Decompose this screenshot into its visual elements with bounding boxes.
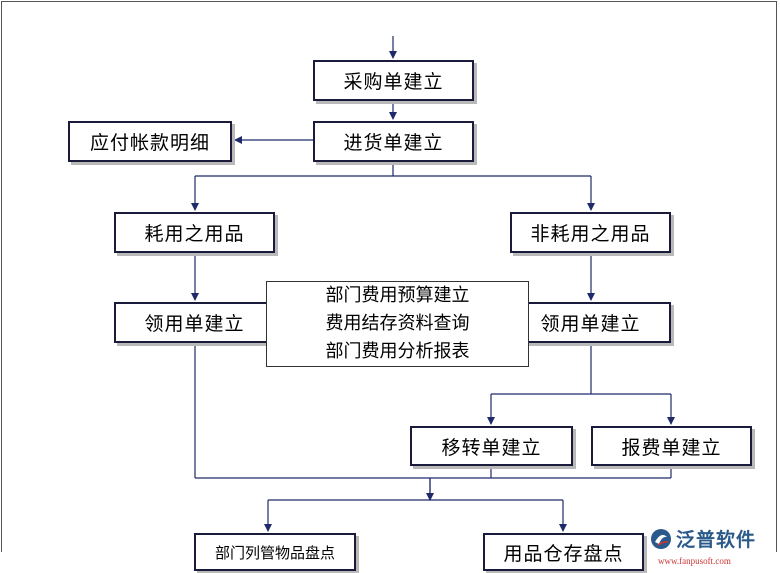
purchase-order-node: 采购单建立: [313, 60, 474, 101]
scrap-order-node: 报费单建立: [591, 426, 752, 466]
brand-logo: 泛普软件: [650, 525, 756, 552]
logo-url: www.fanpusoft.com: [658, 556, 731, 566]
dept-inventory-node: 部门列管物品盘点: [194, 533, 356, 571]
diagram-frame: [1, 1, 777, 552]
warehouse-inventory-node: 用品仓存盘点: [483, 533, 644, 571]
expense-info-box: 部门费用预算建立 费用结存资料查询 部门费用分析报表: [266, 281, 529, 367]
info-line-query: 费用结存资料查询: [325, 313, 470, 334]
info-line-report: 部门费用分析报表: [325, 341, 470, 362]
transfer-order-node: 移转单建立: [410, 426, 573, 466]
logo-text: 泛普软件: [676, 529, 757, 551]
info-line-budget: 部门费用预算建立: [325, 285, 470, 306]
logo-icon: [651, 528, 671, 549]
requisition-left-node: 领用单建立: [114, 302, 275, 343]
requisition-right-node: 领用单建立: [510, 302, 671, 343]
payable-detail-node: 应付帐款明细: [68, 121, 232, 162]
non-consumable-supplies-node: 非耗用之用品: [510, 212, 671, 253]
consumable-supplies-node: 耗用之用品: [114, 212, 275, 253]
receipt-order-node: 进货单建立: [313, 121, 474, 162]
